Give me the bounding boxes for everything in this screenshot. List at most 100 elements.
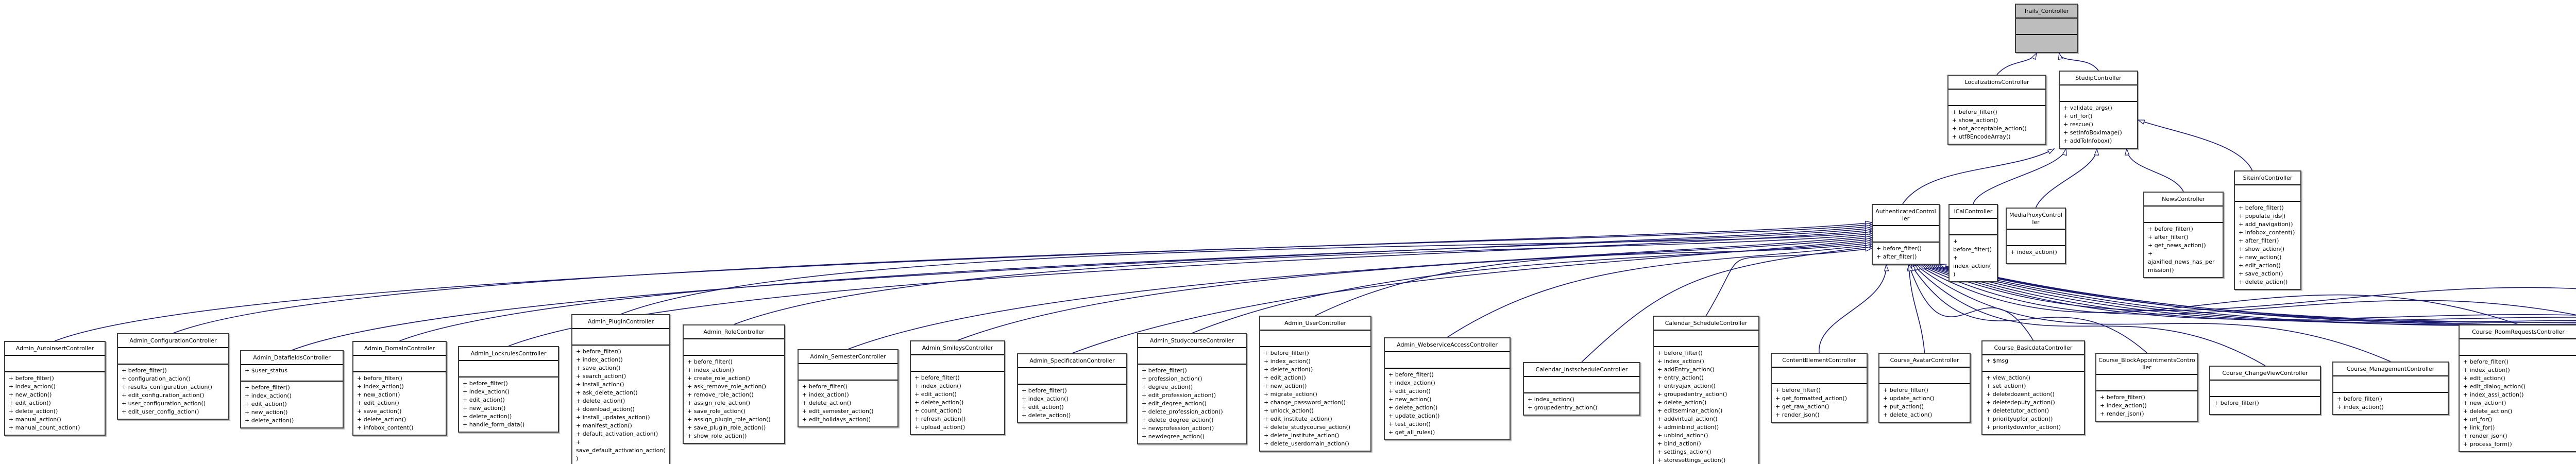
attributes-compartment xyxy=(2210,381,2320,397)
class-box-SiteinfoController[interactable]: SiteinfoController+ before_filter()+ pop… xyxy=(2234,170,2301,290)
inheritance-edge xyxy=(399,226,1873,341)
method: + new_action() xyxy=(2239,254,2282,261)
method: + get_news_action() xyxy=(2148,242,2206,249)
class-box-Admin_LockrulesController[interactable]: Admin_LockrulesController+ before_filter… xyxy=(458,346,559,433)
class-box-Admin_WebserviceAccessController[interactable]: Admin_WebserviceAccessController+ before… xyxy=(1384,337,1511,440)
class-box-Admin_StudycourseController[interactable]: Admin_StudycourseController + before_filt… xyxy=(1137,333,1247,444)
method: + install_action() xyxy=(576,381,624,388)
class-name: Calendar_InstscheduleController xyxy=(1524,363,1639,377)
method: + edit_action() xyxy=(2463,375,2505,382)
method: + before_filter() xyxy=(245,384,290,391)
method: + default_activation_action() xyxy=(576,431,658,437)
class-box-Trails_Controller[interactable]: Trails_Controller xyxy=(2015,4,2078,53)
class-box-Admin_ConfigurationController[interactable]: Admin_ConfigurationController+ before_fi… xyxy=(117,333,229,420)
attributes-compartment xyxy=(2144,207,2223,223)
class-box-iCalController[interactable]: iCalController+ before_filter()+ index_a… xyxy=(1948,204,1998,282)
class-box-Admin_SmileysController[interactable]: Admin_SmileysController + before_filter()… xyxy=(910,340,1005,435)
class-box-Admin_DatafieldsController[interactable]: Admin_DatafieldsController+ $user_status… xyxy=(240,350,344,428)
class-box-LocalizationsController[interactable]: LocalizationsController + before_filter()… xyxy=(1947,75,2046,145)
class-box-Admin_DomainController[interactable]: Admin_DomainController+ before_filter()+… xyxy=(352,341,447,436)
method: + index_action() xyxy=(2010,249,2057,255)
methods-compartment: + index_action() xyxy=(2007,246,2065,263)
method: + newprofession_action() xyxy=(1142,425,1214,432)
attributes-compartment xyxy=(1385,352,1510,369)
class-box-AuthenticatedController[interactable]: AuthenticatedController+ before_filter()… xyxy=(1872,204,1940,265)
inheritance-edge xyxy=(1918,264,2576,316)
attributes-compartment xyxy=(1018,368,1126,385)
inheritance-edge xyxy=(1581,245,1873,363)
method: + before_filter() xyxy=(576,348,621,355)
inheritance-edge xyxy=(292,224,1873,351)
class-box-Admin_RoleController[interactable]: Admin_RoleController+ before_filter()+ i… xyxy=(683,324,785,444)
methods-compartment: + before_filter()+ profession_action()+ … xyxy=(1138,365,1246,443)
method: + entry_action() xyxy=(1657,374,1704,381)
class-box-MediaProxyController[interactable]: MediaProxyController+ index_action() xyxy=(2006,208,2066,264)
class-name: Admin_AutoinsertController xyxy=(5,342,105,356)
class-name: Admin_StudycourseController xyxy=(1138,334,1246,348)
class-box-ContentElementController[interactable]: ContentElementController+ before_filter(… xyxy=(1771,353,1868,423)
class-box-NewsController[interactable]: NewsController+ before_filter()+ after_f… xyxy=(2143,192,2224,278)
method: + after_filter() xyxy=(2148,234,2189,240)
method: + user_configuration_action() xyxy=(122,400,206,407)
inheritance-edge xyxy=(1819,264,1889,353)
class-name: iCalController xyxy=(1950,205,1997,219)
class-box-Course_ChangeViewController[interactable]: Course_ChangeViewController+ before_filt… xyxy=(2209,366,2321,415)
class-box-StudipController[interactable]: StudipController+ validate_args()+ url_f… xyxy=(2059,71,2138,149)
method: + change_password_action() xyxy=(1264,399,1346,406)
class-name: LocalizationsController xyxy=(1948,76,2045,90)
attributes-compartment xyxy=(2333,376,2448,393)
attributes-compartment xyxy=(684,339,784,356)
class-box-Calendar_InstscheduleController[interactable]: Calendar_InstscheduleController + index_a… xyxy=(1523,362,1640,416)
method: + count_action() xyxy=(914,407,962,414)
class-name: Admin_PluginController xyxy=(572,315,669,329)
class-box-Admin_UserController[interactable]: Admin_UserController+ before_filter()+ i… xyxy=(1259,316,1371,452)
method: + save_action() xyxy=(2239,270,2283,277)
method: + before_filter() xyxy=(914,374,960,381)
method: + assign_plugin_role_action() xyxy=(687,416,771,423)
class-box-Admin_SpecificationController[interactable]: Admin_SpecificationController+ before_fi… xyxy=(1017,353,1127,423)
inheritance-edge xyxy=(1914,264,2391,362)
method: + render_json() xyxy=(2100,410,2144,417)
method: + before_filter() xyxy=(122,367,167,374)
class-box-Course_ManagementController[interactable]: Course_ManagementController+ before_filt… xyxy=(2332,362,2449,415)
class-name: Admin_SmileysController xyxy=(911,341,1004,355)
attributes-compartment xyxy=(5,356,105,372)
class-name: Admin_SemesterController xyxy=(799,350,897,364)
attributes-compartment xyxy=(2235,185,2300,202)
inheritance-edge xyxy=(1996,52,2037,75)
method: + index_action() xyxy=(687,367,734,373)
methods-compartment: + before_filter()+ show_action()+ not_ac… xyxy=(1948,106,2045,144)
methods-compartment: + before_filter()+ after_filter()+ get_n… xyxy=(2144,223,2223,277)
methods-compartment: + before_filter()+ index_action()+ addEn… xyxy=(1654,347,1758,464)
class-box-Admin_PluginController[interactable]: Admin_PluginController + before_filter() +… xyxy=(571,314,670,464)
method: + new_action() xyxy=(2463,400,2506,406)
method: + edit_action() xyxy=(914,391,957,398)
method: + delete_action() xyxy=(802,400,852,406)
method: + before_filter() xyxy=(1883,387,1928,393)
method: + delete_profession_action() xyxy=(1142,408,1223,415)
class-box-Calendar_ScheduleController[interactable]: Calendar_ScheduleController+ before_filt… xyxy=(1653,316,1759,464)
inheritance-edge xyxy=(1973,148,2067,204)
class-name: Admin_SpecificationController xyxy=(1018,354,1126,368)
method: + groupedentry_action() xyxy=(1528,404,1598,411)
class-box-Course_AvatarController[interactable]: Course_AvatarController+ before_filter()… xyxy=(1878,353,1971,423)
method: + not_acceptable_action() xyxy=(1952,125,2027,132)
method: + delete_userdomain_action() xyxy=(1264,440,1349,447)
method: + prioritydownfor_action() xyxy=(1986,424,2061,431)
class-name: ContentElementController xyxy=(1772,354,1867,368)
method: + delete_institute_action() xyxy=(1264,432,1340,439)
method: + infobox_content() xyxy=(2239,229,2295,236)
method: + new_action() xyxy=(1388,396,1432,403)
method: + addToInfobox() xyxy=(2063,138,2112,144)
method: + deletedozent_action() xyxy=(1986,391,2055,398)
class-box-Admin_SemesterController[interactable]: Admin_SemesterController+ before_filter(… xyxy=(798,349,899,427)
class-box-Course_RoomRequestsController[interactable]: Course_RoomRequestsController+ before_fi… xyxy=(2459,324,2576,452)
method: + utf8EncodeArray() xyxy=(1952,133,2011,140)
class-box-Course_BasicdataController[interactable]: Course_BasicdataController+ $msg+ view_a… xyxy=(1981,340,2085,435)
method: + set_action() xyxy=(1986,383,2026,389)
class-box-Admin_AutoinsertController[interactable]: Admin_AutoinsertController+ before_filte… xyxy=(4,341,106,436)
class-box-Course_BlockAppointmentsController[interactable]: Course_BlockAppointmentsController+ befo… xyxy=(2095,353,2198,422)
method: + view_action() xyxy=(1986,374,2030,381)
method: + index_action() xyxy=(1528,396,1574,403)
